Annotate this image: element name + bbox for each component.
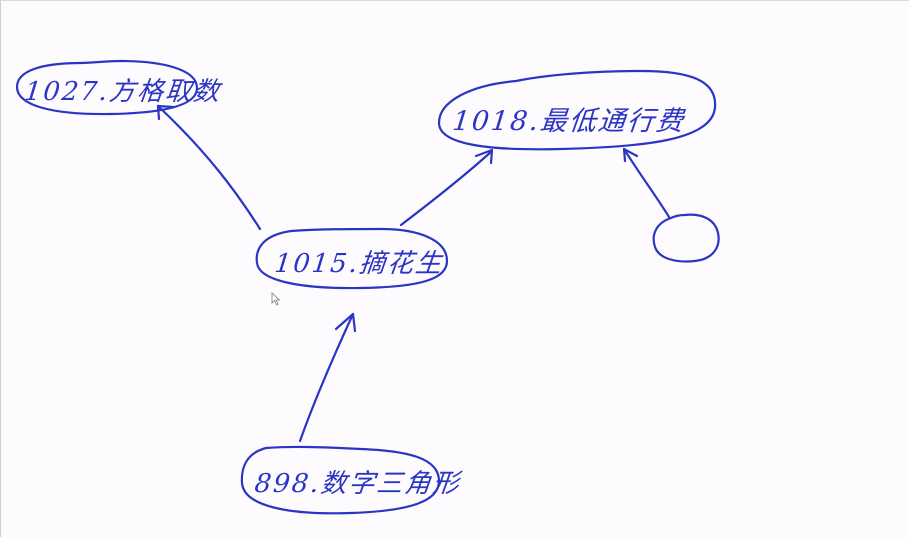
edge-empty-to-1018 (622, 147, 671, 219)
arrowhead-1018-right (622, 147, 639, 163)
empty-node-outline (652, 213, 720, 263)
mouse-pointer-icon (271, 292, 281, 306)
node-1015-outline (255, 227, 449, 290)
node-898-label[interactable]: 898.数字三角形 (253, 469, 463, 499)
arrowhead-1027 (156, 104, 175, 121)
node-1018-label[interactable]: 1018.最低通行费 (451, 106, 687, 137)
edge-898-to-1015 (298, 312, 355, 443)
arrowhead-1018-left (474, 148, 494, 165)
edge-1015-to-1018 (399, 149, 494, 227)
edge-1015-to-1027 (156, 104, 262, 231)
node-1018-outline (437, 69, 717, 151)
node-898-outline (240, 445, 441, 515)
node-1015-label[interactable]: 1015.摘花生 (273, 249, 445, 279)
arrowhead-1015 (334, 312, 357, 333)
node-1027-label[interactable]: 1027.方格取数 (23, 77, 223, 107)
